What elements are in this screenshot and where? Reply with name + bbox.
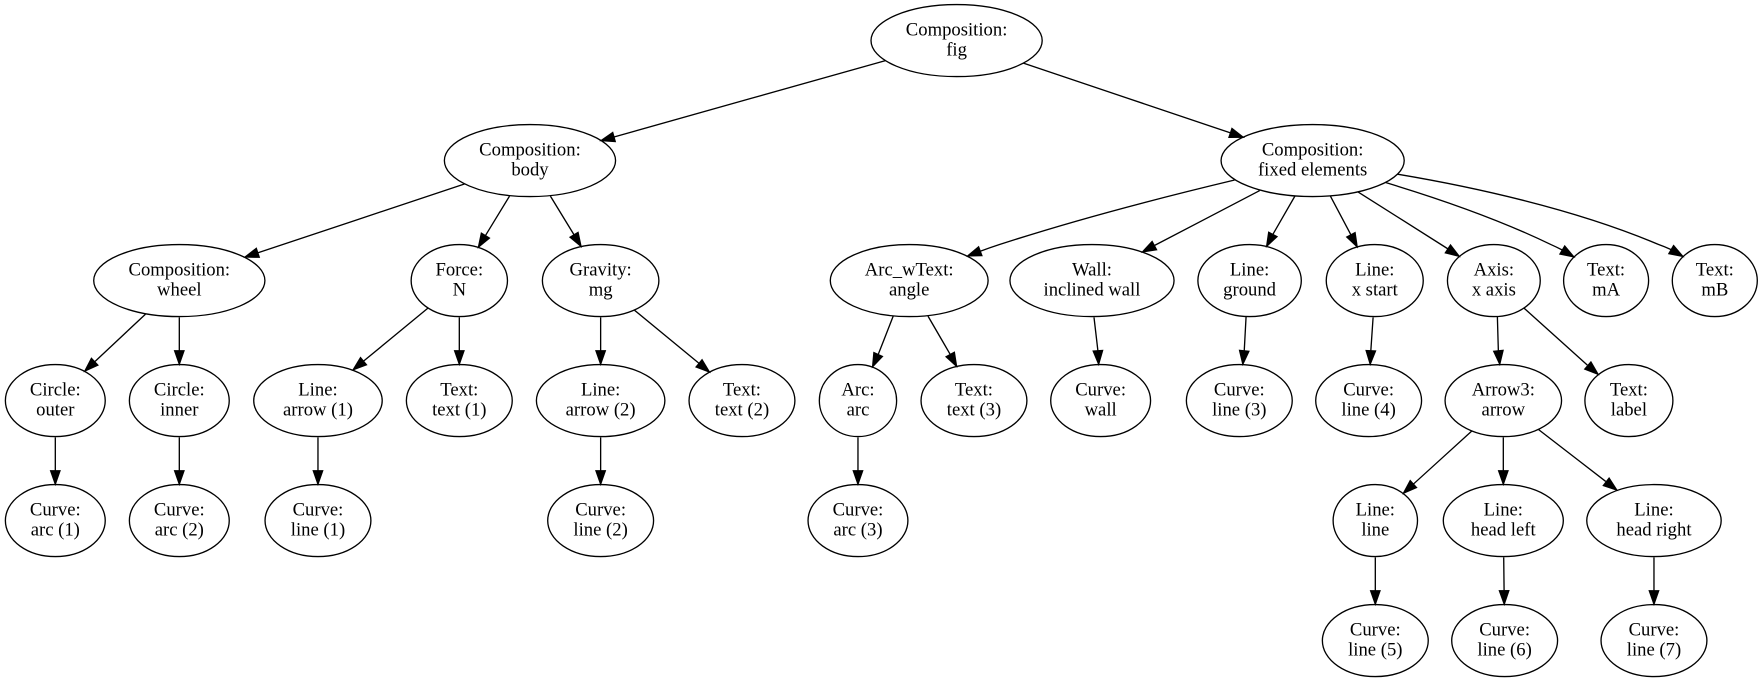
svg-text:arc (3): arc (3) — [833, 520, 882, 541]
svg-text:arrow (2): arrow (2) — [566, 400, 636, 421]
svg-text:Force:: Force: — [435, 260, 483, 281]
svg-text:x axis: x axis — [1472, 280, 1516, 301]
svg-text:Curve:: Curve: — [1479, 620, 1530, 641]
svg-text:line (1): line (1) — [291, 520, 345, 541]
svg-text:text (1): text (1) — [432, 400, 486, 421]
svg-text:line (7): line (7) — [1627, 640, 1681, 661]
svg-text:text (3): text (3) — [947, 400, 1001, 421]
svg-text:Text:: Text: — [440, 380, 478, 401]
svg-text:Line:: Line: — [1484, 500, 1523, 521]
svg-text:x start: x start — [1352, 280, 1399, 301]
svg-text:Circle:: Circle: — [30, 380, 81, 401]
svg-text:Composition:: Composition: — [479, 140, 581, 161]
svg-text:line (3): line (3) — [1212, 400, 1266, 421]
svg-text:Curve:: Curve: — [1214, 380, 1265, 401]
svg-text:Arc_wText:: Arc_wText: — [865, 260, 954, 281]
svg-text:inclined wall: inclined wall — [1044, 280, 1141, 301]
svg-text:head left: head left — [1471, 520, 1537, 541]
svg-text:wall: wall — [1085, 400, 1117, 421]
svg-text:arc (1): arc (1) — [31, 520, 80, 541]
svg-text:ground: ground — [1223, 280, 1277, 301]
svg-text:Text:: Text: — [723, 380, 761, 401]
svg-text:Curve:: Curve: — [293, 500, 344, 521]
svg-text:Curve:: Curve: — [833, 500, 884, 521]
svg-text:line (6): line (6) — [1477, 640, 1531, 661]
svg-text:Composition:: Composition: — [906, 20, 1008, 41]
svg-text:arrow: arrow — [1482, 400, 1526, 421]
svg-text:Text:: Text: — [1610, 380, 1648, 401]
svg-text:Curve:: Curve: — [154, 500, 205, 521]
svg-text:Wall:: Wall: — [1072, 260, 1112, 281]
svg-text:Arc:: Arc: — [841, 380, 874, 401]
svg-text:Circle:: Circle: — [154, 380, 205, 401]
svg-text:line: line — [1361, 520, 1389, 541]
svg-text:mB: mB — [1701, 280, 1728, 301]
svg-text:text (2): text (2) — [715, 400, 769, 421]
svg-text:fig: fig — [946, 40, 967, 61]
svg-text:Gravity:: Gravity: — [570, 260, 632, 281]
svg-text:Axis:: Axis: — [1474, 260, 1514, 281]
svg-text:Text:: Text: — [1587, 260, 1625, 281]
svg-text:arc (2): arc (2) — [155, 520, 204, 541]
svg-text:wheel: wheel — [157, 280, 202, 301]
svg-text:Curve:: Curve: — [1075, 380, 1126, 401]
svg-text:Line:: Line: — [1634, 500, 1673, 521]
svg-text:mg: mg — [589, 280, 613, 301]
svg-text:Line:: Line: — [1230, 260, 1269, 281]
svg-text:mA: mA — [1592, 280, 1621, 301]
svg-text:Text:: Text: — [955, 380, 993, 401]
svg-text:Arrow3:: Arrow3: — [1472, 380, 1535, 401]
svg-text:Curve:: Curve: — [1629, 620, 1680, 641]
svg-text:N: N — [453, 280, 467, 301]
svg-text:Curve:: Curve: — [575, 500, 626, 521]
svg-text:inner: inner — [160, 400, 199, 421]
svg-text:line (2): line (2) — [573, 520, 627, 541]
svg-text:arrow (1): arrow (1) — [283, 400, 353, 421]
svg-text:Curve:: Curve: — [30, 500, 81, 521]
svg-text:Line:: Line: — [581, 380, 620, 401]
svg-text:fixed elements: fixed elements — [1258, 160, 1367, 181]
svg-text:Line:: Line: — [298, 380, 337, 401]
svg-text:angle: angle — [889, 280, 929, 301]
svg-text:line (4): line (4) — [1341, 400, 1395, 421]
svg-text:label: label — [1611, 400, 1647, 421]
svg-text:line (5): line (5) — [1348, 640, 1402, 661]
svg-text:outer: outer — [36, 400, 75, 421]
svg-text:Curve:: Curve: — [1350, 620, 1401, 641]
svg-text:Line:: Line: — [1355, 260, 1394, 281]
svg-text:Curve:: Curve: — [1343, 380, 1394, 401]
svg-text:Line:: Line: — [1356, 500, 1395, 521]
svg-text:Composition:: Composition: — [129, 260, 231, 281]
svg-text:arc: arc — [847, 400, 870, 421]
svg-text:head right: head right — [1616, 520, 1692, 541]
svg-text:body: body — [511, 160, 549, 181]
svg-text:Text:: Text: — [1696, 260, 1734, 281]
svg-text:Composition:: Composition: — [1262, 140, 1364, 161]
